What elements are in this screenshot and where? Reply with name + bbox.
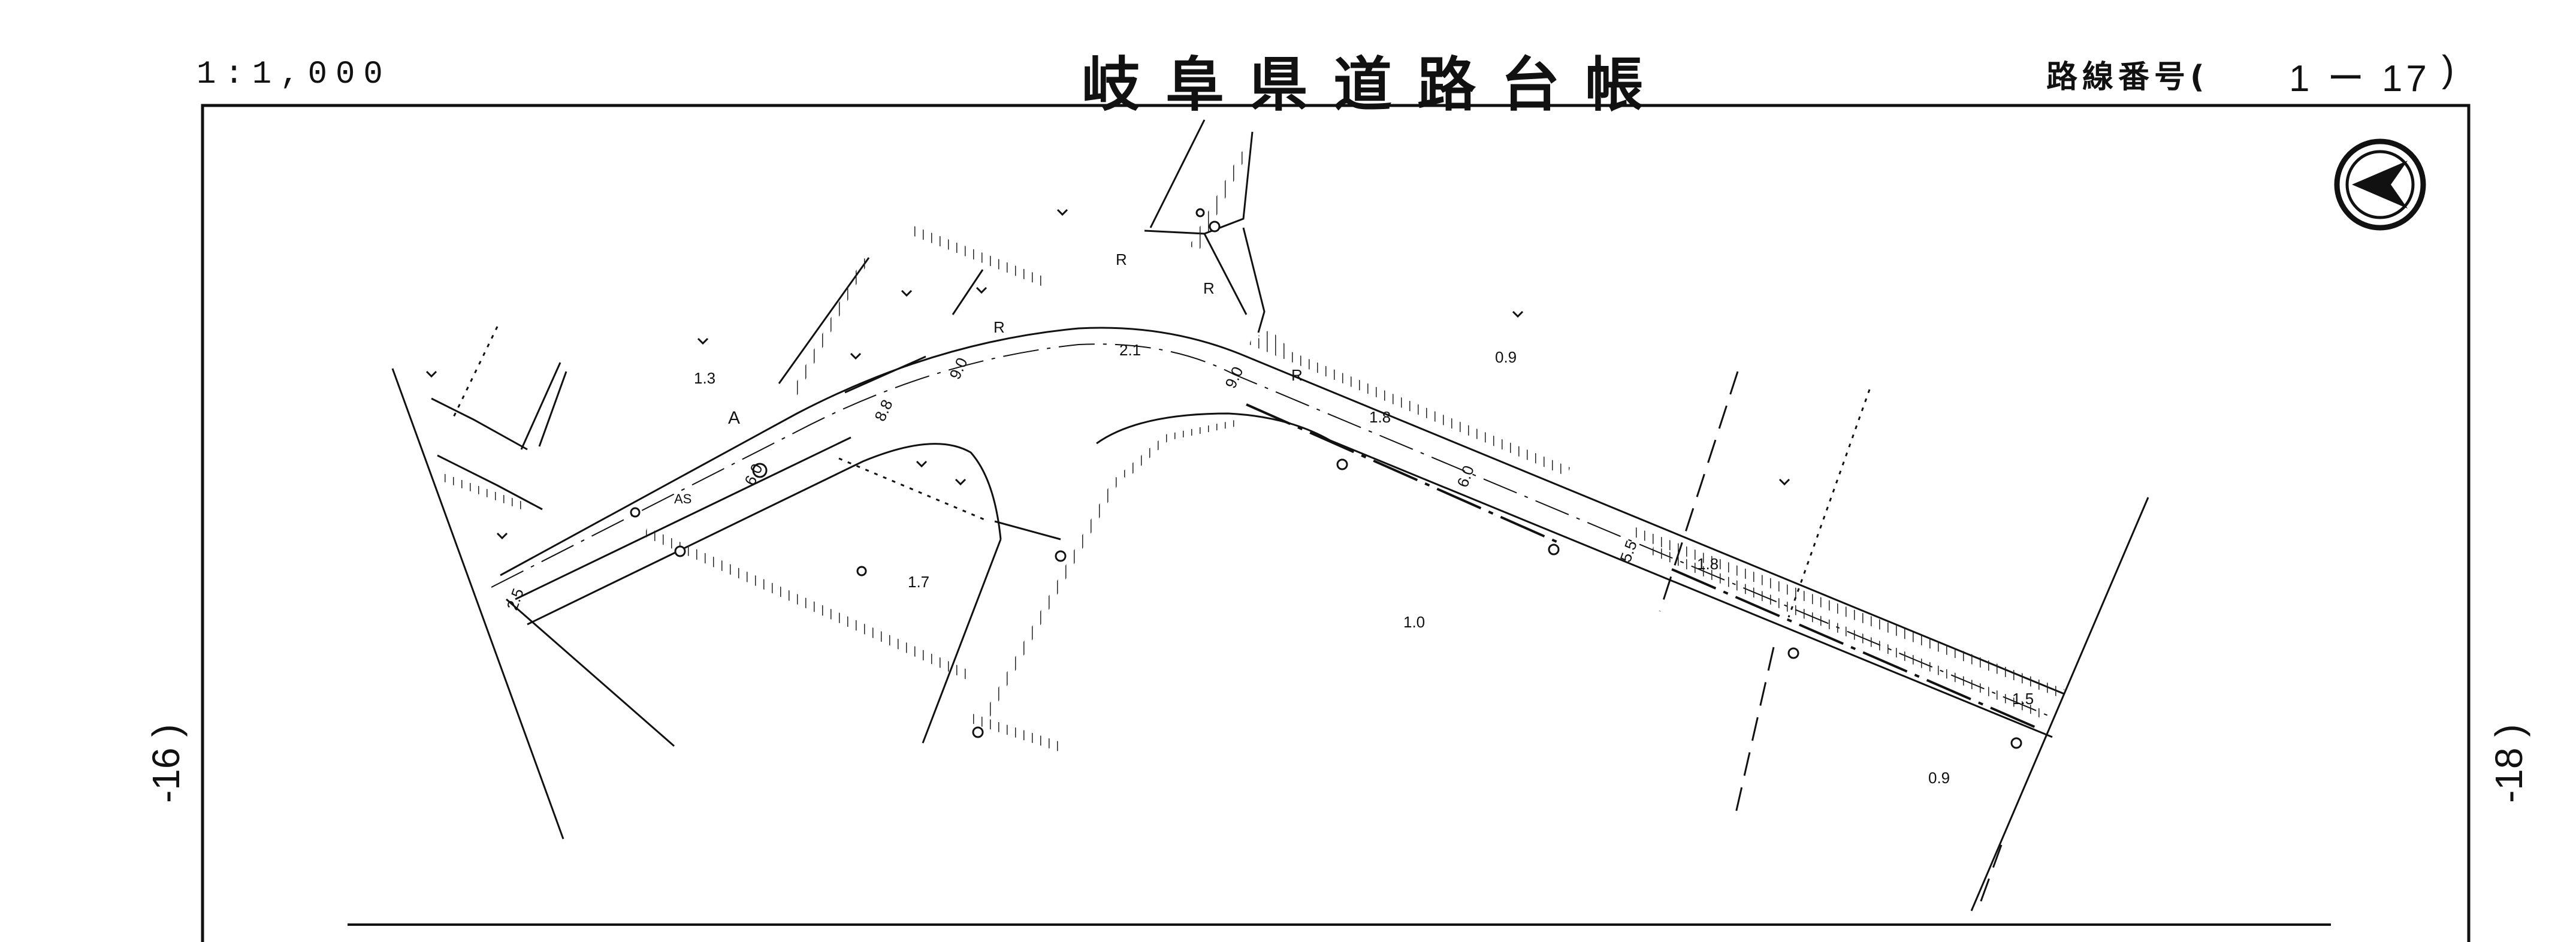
elevation-label: 1.7 [908,573,929,591]
elevation-label: 0.9 [1928,769,1950,787]
elevation-label: 1.0 [1403,613,1425,631]
boundary-dashes [1659,371,2003,911]
elevation-label: 1.3 [694,369,715,387]
route-number-label: 路線番号( [2046,59,2209,95]
map-mark: AS [674,491,691,506]
slope-hatching [440,144,2064,752]
width-label: 5.5 [1616,538,1641,564]
vegetation-symbols [425,209,1790,540]
map-mark: A [728,408,740,428]
scale-label: 1:1,000 [197,56,391,93]
document-title: 岐阜県道路台帳 [1082,51,1669,119]
map-mark: R [1203,279,1215,297]
boundary-dots [451,326,1871,618]
survey-markers [630,208,2022,749]
width-label: 9.0 [946,355,971,382]
width-label: 8.8 [871,397,896,424]
lot-lines [391,119,2149,911]
north-arrow-icon [2334,138,2426,231]
elevation-label: 0.9 [1495,348,1517,366]
elevation-label: 1.8 [1697,555,1719,573]
map-mark: R [1116,250,1127,268]
map-mark: R [993,318,1005,336]
width-label: 9.0 [1221,364,1246,391]
width-label: 2.5 [503,586,527,612]
route-number-value: 1 ー 17 [2289,58,2430,99]
elevation-label: 1.5 [2012,690,2034,708]
road-edges [491,327,2065,738]
map-frame [201,104,2471,942]
width-label: 6.0 [1453,463,1478,490]
elevation-label: 1.8 [1369,408,1391,426]
elevation-label: 2.1 [1119,341,1141,359]
map-mark: R [1291,366,1303,384]
route-number-close: ) [2442,49,2454,90]
